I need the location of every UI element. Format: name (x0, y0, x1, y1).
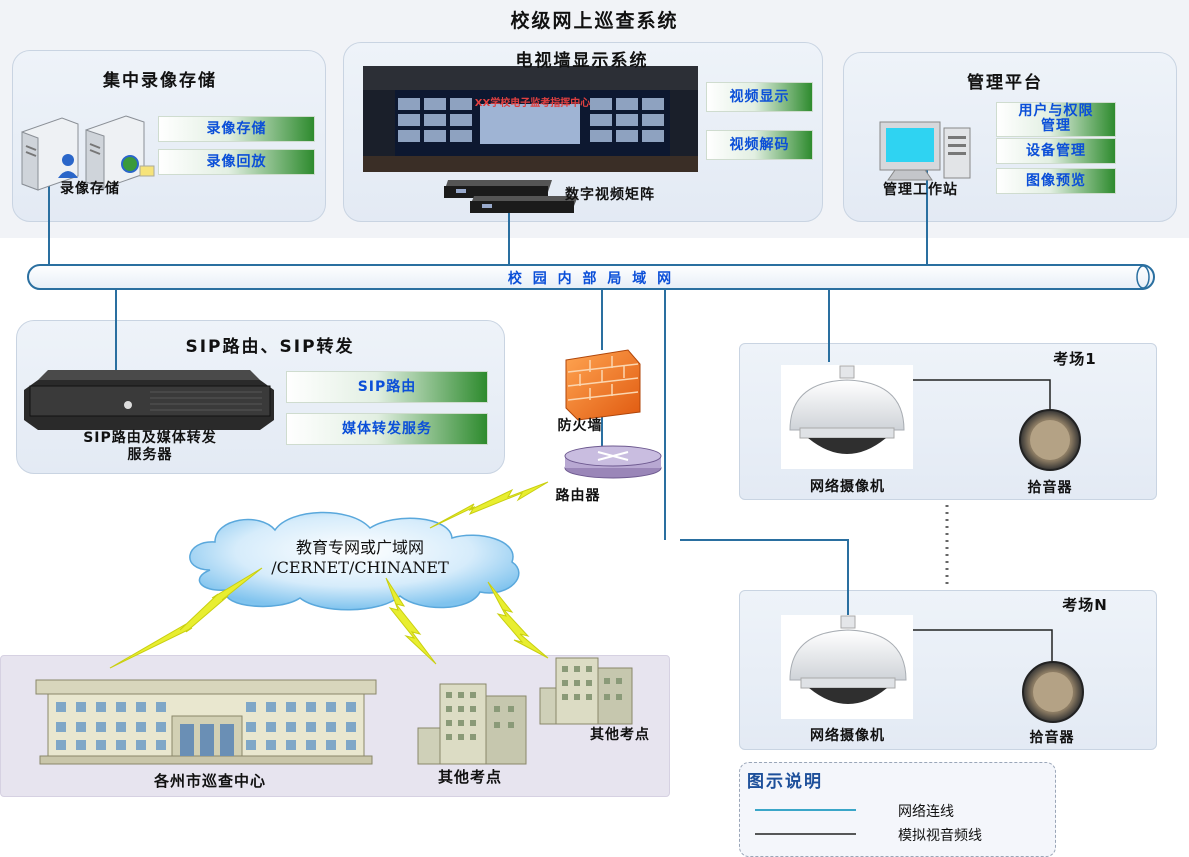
videowall-banner: XX学校电子监考指挥中心 (474, 98, 591, 109)
videowall-title: 电视墙显示系统 (515, 51, 649, 71)
cloud-line2: /CERNET/CHINANET (271, 558, 449, 577)
sip-route-button[interactable]: SIP路由 (286, 371, 488, 403)
mgmt-title: 管理平台 (967, 73, 1043, 93)
cloud-text: 教育专网或广域网 /CERNET/CHINANET (210, 538, 510, 578)
firewall-label: 防火墙 (557, 418, 603, 434)
legend-network-label: 网络连线 (898, 804, 954, 820)
roomN-mic-label: 拾音器 (1029, 730, 1075, 746)
router-icon (564, 445, 662, 479)
image-preview-button[interactable]: 图像预览 (996, 168, 1116, 194)
user-permission-button[interactable]: 用户与权限 管理 (996, 102, 1116, 137)
workstation-icon (879, 121, 971, 181)
building-site-a-icon (417, 683, 527, 765)
sip-server-line2: 服务器 (127, 447, 173, 463)
legend-analog-label: 模拟视音频线 (898, 828, 982, 844)
cloud-line1: 教育专网或广域网 (295, 538, 424, 557)
firewall-icon (565, 349, 641, 421)
video-decode-button[interactable]: 视频解码 (706, 130, 813, 160)
media-forward-button[interactable]: 媒体转发服务 (286, 413, 488, 445)
record-store-button[interactable]: 录像存储 (158, 116, 315, 142)
sip-server-icon (24, 370, 274, 430)
site-b-label: 其他考点 (590, 727, 650, 743)
roomN-title: 考场N (1062, 596, 1108, 614)
record-playback-button[interactable]: 录像回放 (158, 149, 315, 175)
mic-roomN-icon (1022, 661, 1084, 723)
device-mgmt-button[interactable]: 设备管理 (996, 138, 1116, 164)
room1-title: 考场1 (1053, 350, 1097, 368)
matrix-label: 数字视频矩阵 (565, 187, 655, 203)
sip-title: SIP路由、SIP转发 (185, 337, 355, 357)
lan-bus (27, 264, 1155, 290)
lan-label: 校 园 内 部 局 域 网 (507, 271, 675, 287)
storage-server-label: 录像存储 (60, 181, 120, 197)
router-label: 路由器 (555, 488, 601, 504)
analog-room1 (858, 379, 1051, 415)
sip-server-label: SIP路由及媒体转发 服务器 (40, 430, 260, 464)
legend-title: 图示说明 (747, 772, 823, 792)
room1-camera-label: 网络摄像机 (810, 479, 885, 495)
site-a-label: 其他考点 (437, 768, 502, 786)
building-center-icon (35, 679, 377, 765)
link-trunk-roomN (680, 539, 849, 615)
mic-room1-icon (1019, 409, 1081, 471)
cloud-icon (189, 511, 520, 611)
camera-room1-icon (781, 365, 913, 469)
lightning-links (109, 481, 549, 669)
building-site-b-icon (539, 657, 633, 725)
center-label: 各州市巡查中心 (153, 772, 266, 790)
user-permission-line2: 管理 (1041, 118, 1071, 134)
storage-title: 集中录像存储 (103, 71, 217, 91)
storage-server-icon (21, 115, 155, 191)
camera-roomN-icon (781, 615, 913, 719)
video-display-button[interactable]: 视频显示 (706, 82, 813, 112)
workstation-label: 管理工作站 (883, 182, 958, 198)
room1-mic-label: 拾音器 (1027, 480, 1073, 496)
sip-server-line1: SIP路由及媒体转发 (83, 430, 217, 446)
analog-roomN (858, 629, 1053, 665)
user-permission-line1: 用户与权限 (1018, 103, 1094, 119)
videowall-screen-image (363, 66, 698, 172)
matrix-device-icon (444, 180, 578, 213)
main-title: 校级网上巡查系统 (510, 10, 679, 32)
roomN-camera-label: 网络摄像机 (810, 728, 885, 744)
